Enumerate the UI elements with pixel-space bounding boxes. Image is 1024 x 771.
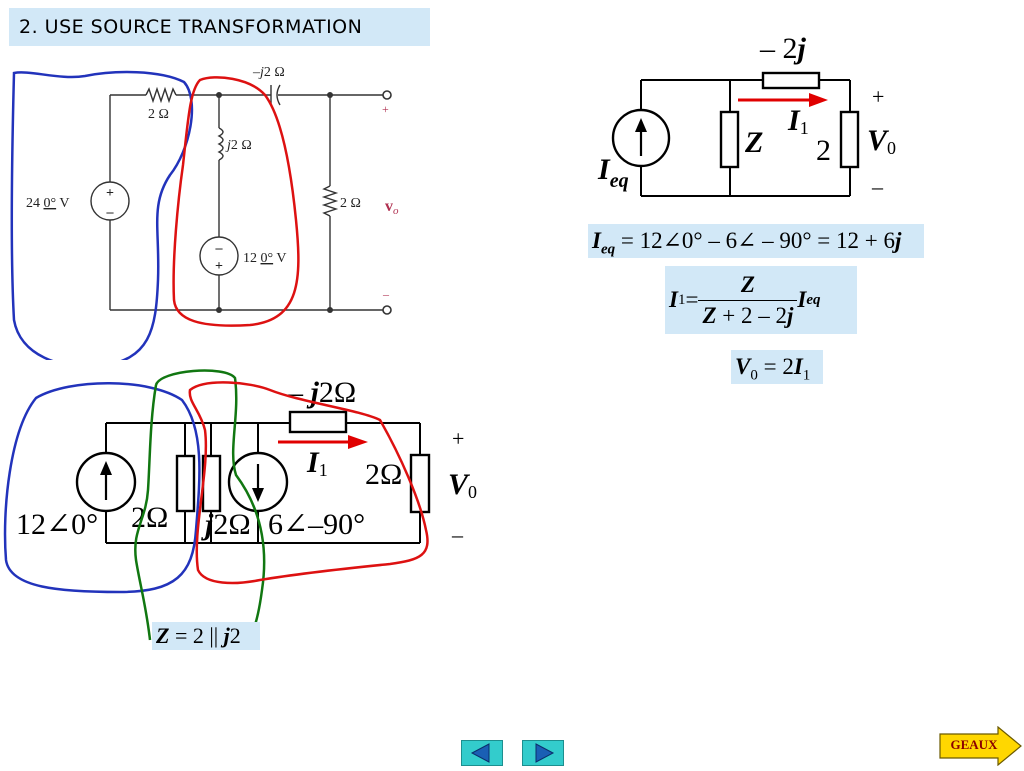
svg-text:–: –: [106, 205, 115, 220]
blue-annotation-loop: [10, 70, 194, 360]
resistor-2: [839, 110, 860, 169]
next-slide-button[interactable]: [522, 740, 564, 766]
green-annotation-loop: [134, 369, 266, 644]
arrow-right-icon: [939, 725, 1022, 767]
impedance-neg-2j: [761, 71, 821, 90]
impedance-z: [719, 110, 740, 169]
ieq-equation: Ieq = 12∠0° – 6∠ – 90° = 12 + 6j: [588, 224, 924, 258]
svg-text:–: –: [451, 522, 464, 547]
svg-text:j2 Ω: j2 Ω: [225, 138, 252, 153]
r1-label: 2 Ω: [148, 107, 169, 122]
resistor-2ohm-top: [145, 86, 177, 104]
ieq-label: Ieq: [597, 153, 629, 192]
svg-text:+: +: [106, 186, 114, 201]
j-par-label: j2Ω: [201, 508, 251, 541]
svg-text:–j2 Ω: –j2 Ω: [252, 65, 285, 80]
prev-slide-button[interactable]: [461, 740, 503, 766]
i1-label: I1: [787, 104, 809, 138]
svg-text:–: –: [871, 174, 884, 199]
v0-equation: V0 = 2I1: [731, 350, 823, 384]
geaux-button[interactable]: GEAUX: [938, 725, 1022, 767]
resistor-2ohm-parallel: [175, 454, 196, 513]
terminal-bottom: [382, 305, 392, 315]
svg-text:–: –: [382, 287, 390, 301]
reduced-circuit: – 2j Ieq Z I1 2 V0 + –: [597, 32, 896, 199]
vo-label: vo: [385, 198, 399, 217]
src1-label: 24 0° V: [26, 196, 69, 211]
r2-label: 2: [816, 134, 831, 167]
inductor-j2ohm: [217, 127, 224, 161]
r-par-label: 2Ω: [131, 501, 168, 534]
red-annotation-loop: [188, 381, 429, 585]
i1-arrow: [738, 93, 828, 107]
triangle-right-icon: [535, 743, 555, 763]
resistor-2ohm-load: [409, 453, 431, 514]
slide-title: 2. USE SOURCE TRANSFORMATION: [9, 8, 430, 46]
voltage-source-24v: [90, 181, 130, 221]
svg-text:+: +: [452, 426, 464, 451]
blue-annotation-loop: [3, 382, 201, 594]
resistor-2ohm-load: [321, 185, 339, 217]
red-annotation-loop: [172, 76, 300, 327]
i1-fraction: Z Z + 2 – 2j: [698, 272, 798, 329]
impedance-neg-j2: [288, 410, 348, 434]
v0-label: V0: [867, 124, 896, 158]
transformed-circuit: – j2Ω I1 2Ω V0 12∠0° 2Ω j2Ω 6∠–90° + –: [3, 369, 477, 644]
rload-label: 2 Ω: [340, 196, 361, 211]
i1-arrow: [278, 435, 368, 449]
original-circuit: –j2 Ω 2 Ω j2 Ω 2 Ω 24 0° V 12 0° V + – –…: [10, 65, 399, 360]
neg2j-label: – 2j: [759, 32, 807, 65]
terminal-top: [382, 90, 392, 100]
geaux-label: GEAUX: [950, 737, 998, 752]
z-equation: Z = 2 || j2: [152, 622, 260, 650]
triangle-left-icon: [470, 743, 490, 763]
svg-text:+: +: [382, 102, 389, 116]
src1-label: 12∠0°: [16, 508, 98, 541]
v0-label: V0: [448, 468, 477, 502]
svg-text:+: +: [872, 84, 884, 109]
z-label: Z: [744, 126, 763, 159]
src2-label: 12 0° V: [243, 251, 286, 266]
r-load-label: 2Ω: [365, 458, 402, 491]
src2-label: 6∠–90°: [268, 508, 365, 541]
i1-label: I1: [306, 446, 328, 480]
svg-text:–: –: [215, 241, 224, 256]
svg-text:+: +: [215, 259, 223, 274]
